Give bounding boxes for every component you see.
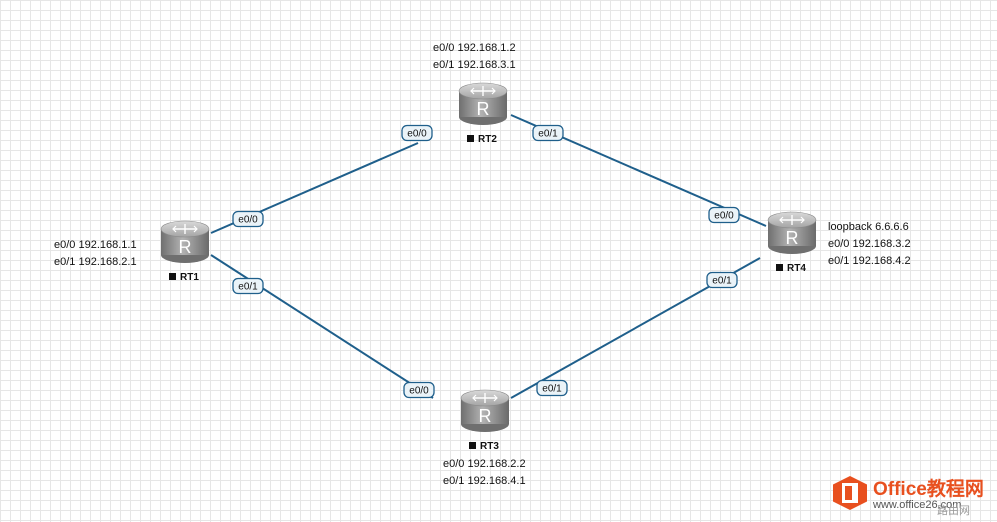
office-logo-icon — [833, 476, 867, 510]
interface-address: e0/1 192.168.3.1 — [433, 59, 516, 71]
router-icon: R — [458, 82, 508, 125]
rt4-interface-list: loopback 6.6.6.6 e0/0 192.168.3.2 e0/1 192… — [828, 219, 911, 270]
port-badge-rt2-e0-0: e0/0 — [401, 124, 433, 142]
rt2-interface-list: e0/0 192.168.1.2 e0/1 192.168.3.1 — [433, 40, 516, 74]
router-icon-letter: R — [477, 99, 490, 119]
watermark-url: www.office26.com — [873, 499, 962, 511]
router-rt3[interactable]: R RT3 — [460, 389, 510, 452]
router-icon: R — [767, 211, 817, 254]
router-rt4[interactable]: R RT4 — [767, 211, 817, 274]
router-label: RT4 — [787, 263, 806, 274]
port-label: e0/1 — [712, 276, 732, 287]
interface-address: e0/0 192.168.3.2 — [828, 238, 911, 250]
rt1-interface-list: e0/0 192.168.1.1 e0/1 192.168.2.1 — [54, 237, 137, 271]
watermark-logo: Office教程网 www.office26.com 路由网 — [833, 471, 993, 519]
router-icon: R — [460, 389, 510, 432]
port-label: e0/0 — [407, 129, 427, 140]
router-icon: R — [160, 220, 210, 263]
port-label: e0/0 — [238, 215, 258, 226]
port-badge-rt2-e0-1: e0/1 — [532, 124, 564, 142]
router-label: RT1 — [180, 272, 199, 283]
router-label: RT3 — [480, 441, 499, 452]
watermark-title: Office教程网 — [873, 479, 984, 500]
router-rt1[interactable]: R RT1 — [160, 220, 210, 283]
interface-address: e0/1 192.168.4.2 — [828, 255, 911, 267]
port-badge-rt1-e0-0: e0/0 — [232, 210, 264, 228]
port-badge-rt4-e0-1: e0/1 — [706, 271, 738, 289]
interface-address: e0/1 192.168.4.1 — [443, 475, 526, 487]
port-label: e0/0 — [714, 211, 734, 222]
router-rt2[interactable]: R RT2 — [458, 82, 508, 145]
link-rt1-rt3 — [210, 254, 434, 399]
interface-address: e0/0 192.168.2.2 — [443, 458, 526, 470]
router-label-square-icon — [776, 264, 783, 271]
router-icon-letter: R — [479, 406, 492, 426]
port-label: e0/0 — [409, 386, 429, 397]
port-badge-rt3-e0-0: e0/0 — [403, 381, 435, 399]
port-badge-rt3-e0-1: e0/1 — [536, 379, 568, 397]
interface-address: loopback 6.6.6.6 — [828, 221, 909, 233]
port-label: e0/1 — [542, 384, 562, 395]
port-badge-rt4-e0-0: e0/0 — [708, 206, 740, 224]
router-label: RT2 — [478, 134, 497, 145]
router-label-square-icon — [467, 135, 474, 142]
rt3-interface-list: e0/0 192.168.2.2 e0/1 192.168.4.1 — [443, 456, 526, 490]
port-badge-rt1-e0-1: e0/1 — [232, 277, 264, 295]
port-label: e0/1 — [538, 129, 558, 140]
port-label: e0/1 — [238, 282, 258, 293]
interface-address: e0/1 192.168.2.1 — [54, 256, 137, 268]
interface-address: e0/0 192.168.1.1 — [54, 239, 137, 251]
router-label-square-icon — [469, 442, 476, 449]
watermark-side-text: 路由网 — [937, 505, 970, 517]
router-icon-letter: R — [179, 237, 192, 257]
router-icon-letter: R — [786, 228, 799, 248]
interface-address: e0/0 192.168.1.2 — [433, 42, 516, 54]
router-label-square-icon — [169, 273, 176, 280]
